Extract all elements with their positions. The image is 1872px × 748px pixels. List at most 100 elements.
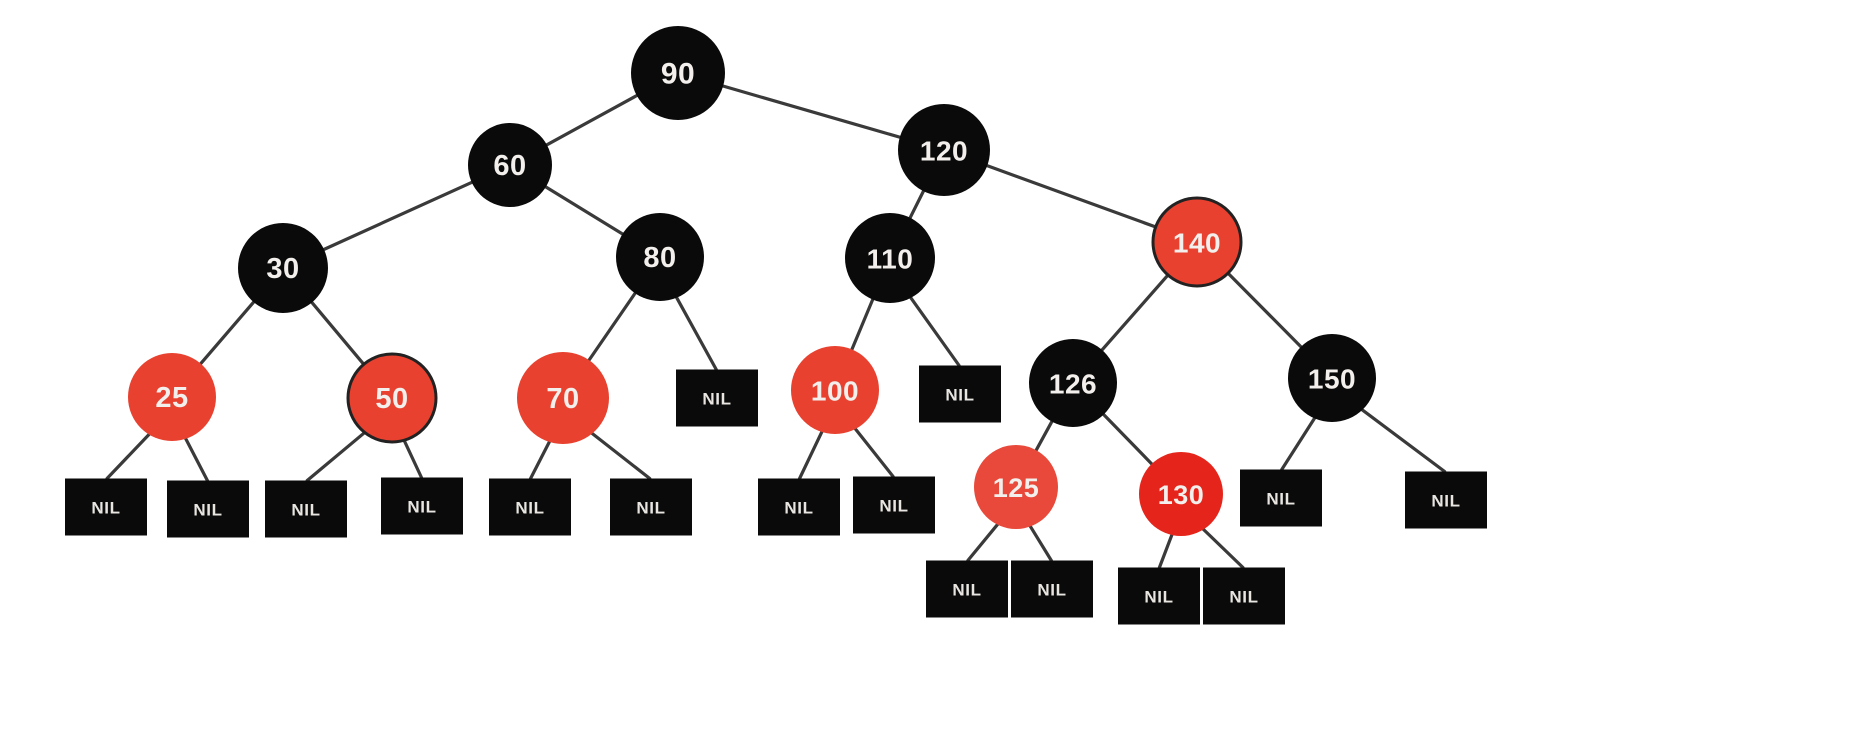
node-circle-126 <box>1029 339 1117 427</box>
tree-edge <box>309 299 367 368</box>
node-label-120: 120 <box>920 136 968 167</box>
nil-label: NIL <box>407 498 436 517</box>
nil-leaf: NIL <box>381 477 463 535</box>
tree-node-125: 125 <box>974 445 1058 529</box>
tree-edge <box>586 290 638 364</box>
edges-layer <box>105 83 1447 570</box>
node-label-110: 110 <box>867 244 914 275</box>
node-circle-50 <box>346 352 438 444</box>
nil-leaf: NIL <box>1118 567 1200 625</box>
node-circle-120 <box>898 104 990 196</box>
nil-leaf: NIL <box>489 478 571 536</box>
nil-box <box>1118 567 1200 625</box>
tree-node-140: 140 <box>1151 196 1243 288</box>
tree-edge <box>983 163 1160 230</box>
nil-box <box>65 478 147 536</box>
nil-box <box>1203 567 1285 625</box>
tree-edge <box>1280 415 1318 472</box>
nil-box <box>676 369 758 427</box>
tree-node-25: 25 <box>128 353 216 441</box>
nil-label: NIL <box>1037 581 1066 600</box>
tree-edge <box>320 179 476 252</box>
nil-box <box>1405 471 1487 529</box>
tree-edge <box>852 425 895 479</box>
node-label-140: 140 <box>1173 228 1221 259</box>
tree-edge <box>401 436 424 480</box>
tree-edge <box>1027 523 1053 563</box>
nil-leaf: NIL <box>610 478 692 536</box>
nil-box <box>926 560 1008 618</box>
nil-label: NIL <box>784 499 813 518</box>
nil-leaf: NIL <box>265 480 347 538</box>
node-circle-70 <box>517 352 609 444</box>
nil-leaf: NIL <box>1405 471 1487 529</box>
tree-edge <box>1224 270 1305 350</box>
nil-box <box>1240 469 1322 527</box>
node-label-80: 80 <box>643 242 676 274</box>
nil-leaf: NIL <box>926 560 1008 618</box>
node-label-90: 90 <box>661 58 695 91</box>
tree-edge <box>197 298 257 367</box>
node-circle-110 <box>845 213 935 303</box>
tree-node-70: 70 <box>517 352 609 444</box>
node-label-50: 50 <box>375 383 408 415</box>
node-circle-140 <box>1151 196 1243 288</box>
tree-edge <box>183 435 209 483</box>
nil-box <box>1011 560 1093 618</box>
tree-node-90: 90 <box>631 26 725 120</box>
nil-leaf: NIL <box>65 478 147 536</box>
node-label-30: 30 <box>266 253 299 285</box>
nil-label: NIL <box>291 501 320 520</box>
nil-box <box>381 477 463 535</box>
nil-box <box>489 478 571 536</box>
nil-label: NIL <box>702 390 731 409</box>
tree-edge <box>305 429 368 483</box>
tree-edge <box>1200 526 1245 570</box>
nil-box <box>919 365 1001 423</box>
tree-node-80: 80 <box>616 213 704 301</box>
nil-leaf: NIL <box>919 365 1001 423</box>
node-circle-60 <box>468 123 552 207</box>
tree-node-30: 30 <box>238 223 328 313</box>
nil-label: NIL <box>515 499 544 518</box>
nil-box <box>853 476 935 534</box>
nil-leaf: NIL <box>1203 567 1285 625</box>
node-circle-25 <box>128 353 216 441</box>
nil-label: NIL <box>636 499 665 518</box>
tree-edge <box>908 294 961 368</box>
nil-label: NIL <box>1266 490 1295 509</box>
tree-edge <box>797 428 825 481</box>
tree-edge <box>543 93 641 148</box>
nil-box <box>610 478 692 536</box>
nil-label: NIL <box>879 497 908 516</box>
node-label-100: 100 <box>811 376 859 407</box>
tree-edge <box>1100 411 1155 467</box>
node-label-150: 150 <box>1308 364 1356 395</box>
tree-node-50: 50 <box>346 352 438 444</box>
nil-box <box>758 478 840 536</box>
nil-label: NIL <box>1431 492 1460 511</box>
tree-node-120: 120 <box>898 104 990 196</box>
tree-edge <box>907 187 926 222</box>
nil-label: NIL <box>1144 588 1173 607</box>
tree-edge <box>1359 407 1447 474</box>
nil-label: NIL <box>1229 588 1258 607</box>
nil-label: NIL <box>91 499 120 518</box>
tree-edge <box>528 438 552 481</box>
nil-leaf: NIL <box>1011 560 1093 618</box>
nil-label: NIL <box>945 386 974 405</box>
tree-edge <box>105 431 152 481</box>
tree-edge <box>1157 531 1175 570</box>
node-circle-80 <box>616 213 704 301</box>
node-label-130: 130 <box>1158 480 1205 510</box>
nil-box <box>265 480 347 538</box>
nil-leaf: NIL <box>758 478 840 536</box>
node-label-125: 125 <box>993 473 1040 503</box>
node-circle-150 <box>1288 334 1376 422</box>
tree-node-126: 126 <box>1029 339 1117 427</box>
node-circle-125 <box>974 445 1058 529</box>
tree-edge <box>589 430 652 481</box>
nil-leaves-layer: NIL NIL NIL NIL NIL NIL NIL NIL NIL NIL NIL NIL NIL N… <box>65 365 1487 625</box>
